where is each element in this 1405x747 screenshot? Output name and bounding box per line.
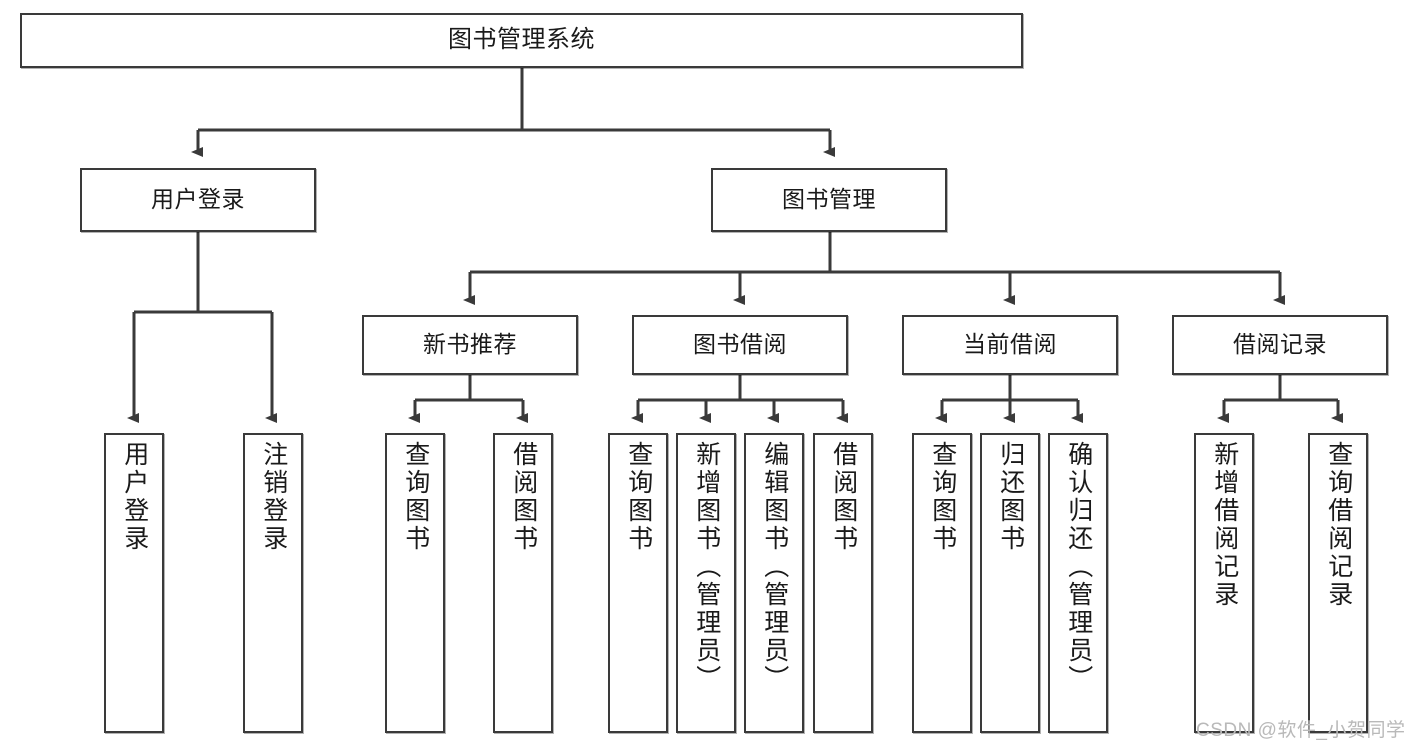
leaf-newbook-borrow-book[interactable]: 借阅图书 <box>493 433 553 733</box>
leaf-bookborrow-query-book[interactable]: 查询图书 <box>608 433 668 733</box>
node-label: 借阅图书 <box>509 441 538 553</box>
node-label: 查询图书 <box>401 441 430 553</box>
node-label: 借阅记录 <box>1233 331 1327 358</box>
node-root-system[interactable]: 图书管理系统 <box>20 13 1023 68</box>
node-book-borrow[interactable]: 图书借阅 <box>632 315 848 375</box>
node-label: 新增图书（管理员） <box>692 441 721 693</box>
node-label: 归还图书 <box>996 441 1025 553</box>
node-user-login[interactable]: 用户登录 <box>80 168 316 232</box>
node-new-book-recommend[interactable]: 新书推荐 <box>362 315 578 375</box>
node-current-borrow[interactable]: 当前借阅 <box>902 315 1118 375</box>
node-label: 查询图书 <box>928 441 957 553</box>
node-label: 查询借阅记录 <box>1324 441 1353 609</box>
node-label: 用户登录 <box>151 186 245 213</box>
node-borrow-record[interactable]: 借阅记录 <box>1172 315 1388 375</box>
leaf-borrowrecord-query-record[interactable]: 查询借阅记录 <box>1308 433 1368 733</box>
leaf-bookborrow-add-book-admin[interactable]: 新增图书（管理员） <box>676 433 736 733</box>
node-label: 编辑图书（管理员） <box>760 441 789 693</box>
node-label: 确认归还（管理员） <box>1064 441 1093 693</box>
leaf-currentborrow-confirm-return-admin[interactable]: 确认归还（管理员） <box>1048 433 1108 733</box>
node-label: 新书推荐 <box>423 331 517 358</box>
node-label: 新增借阅记录 <box>1210 441 1239 609</box>
node-label: 注销登录 <box>259 441 288 553</box>
leaf-user-login[interactable]: 用户登录 <box>104 433 164 733</box>
node-book-manage[interactable]: 图书管理 <box>711 168 947 232</box>
node-label: 当前借阅 <box>963 331 1057 358</box>
leaf-currentborrow-query-book[interactable]: 查询图书 <box>912 433 972 733</box>
node-label: 图书管理系统 <box>448 26 595 54</box>
leaf-logout-login[interactable]: 注销登录 <box>243 433 303 733</box>
leaf-currentborrow-return-book[interactable]: 归还图书 <box>980 433 1040 733</box>
node-label: 图书借阅 <box>693 331 787 358</box>
node-label: 查询图书 <box>624 441 653 553</box>
node-label: 用户登录 <box>120 441 149 553</box>
leaf-borrowrecord-add-record[interactable]: 新增借阅记录 <box>1194 433 1254 733</box>
leaf-newbook-query-book[interactable]: 查询图书 <box>385 433 445 733</box>
node-label: 图书管理 <box>782 186 876 213</box>
leaf-bookborrow-edit-book-admin[interactable]: 编辑图书（管理员） <box>744 433 804 733</box>
node-label: 借阅图书 <box>829 441 858 553</box>
leaf-bookborrow-borrow-book[interactable]: 借阅图书 <box>813 433 873 733</box>
csdn-watermark: CSDN @软件_小贺同学 <box>1196 720 1405 741</box>
